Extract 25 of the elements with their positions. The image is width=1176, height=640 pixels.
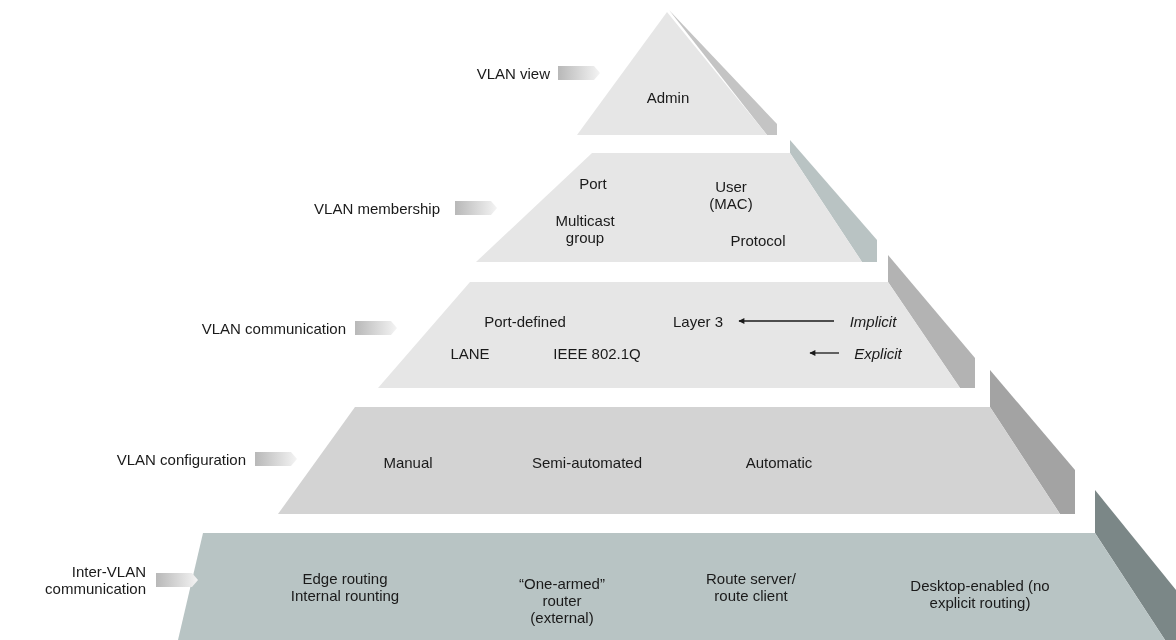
tier-item: Automatic [729,453,829,471]
tier-item: Desktop-enabled (no explicit routing) [900,577,1060,611]
tier-item: Manual [368,453,448,471]
layer-label: VLAN view [475,64,550,82]
tier-item: Port-defined [470,312,580,330]
tier-item: LANE [440,344,500,362]
tier-item: Route server/ route client [696,570,806,604]
annotation-text: Implicit [838,312,908,330]
layer-label: VLAN membership [313,199,440,217]
layer-label: VLAN communication [200,319,346,337]
tier-item: Edge routing Internal rounting [280,570,410,604]
tier-item: Layer 3 [663,312,733,330]
tier-item: IEEE 802.1Q [542,344,652,362]
tier-item: Protocol [718,231,798,249]
annotation-text: Explicit [843,344,913,362]
tier-item: Admin [628,88,708,106]
arrow [809,350,840,356]
arrow [738,318,835,324]
tier-item: Multicast group [540,212,630,246]
layer-label: Inter-VLAN communication [44,563,146,597]
tier-item: User (MAC) [696,178,766,212]
layer-label: VLAN configuration [115,450,246,468]
tier-item: “One-armed” router (external) [512,574,612,626]
tier-item: Port [563,174,623,192]
tier-item: Semi-automated [522,453,652,471]
